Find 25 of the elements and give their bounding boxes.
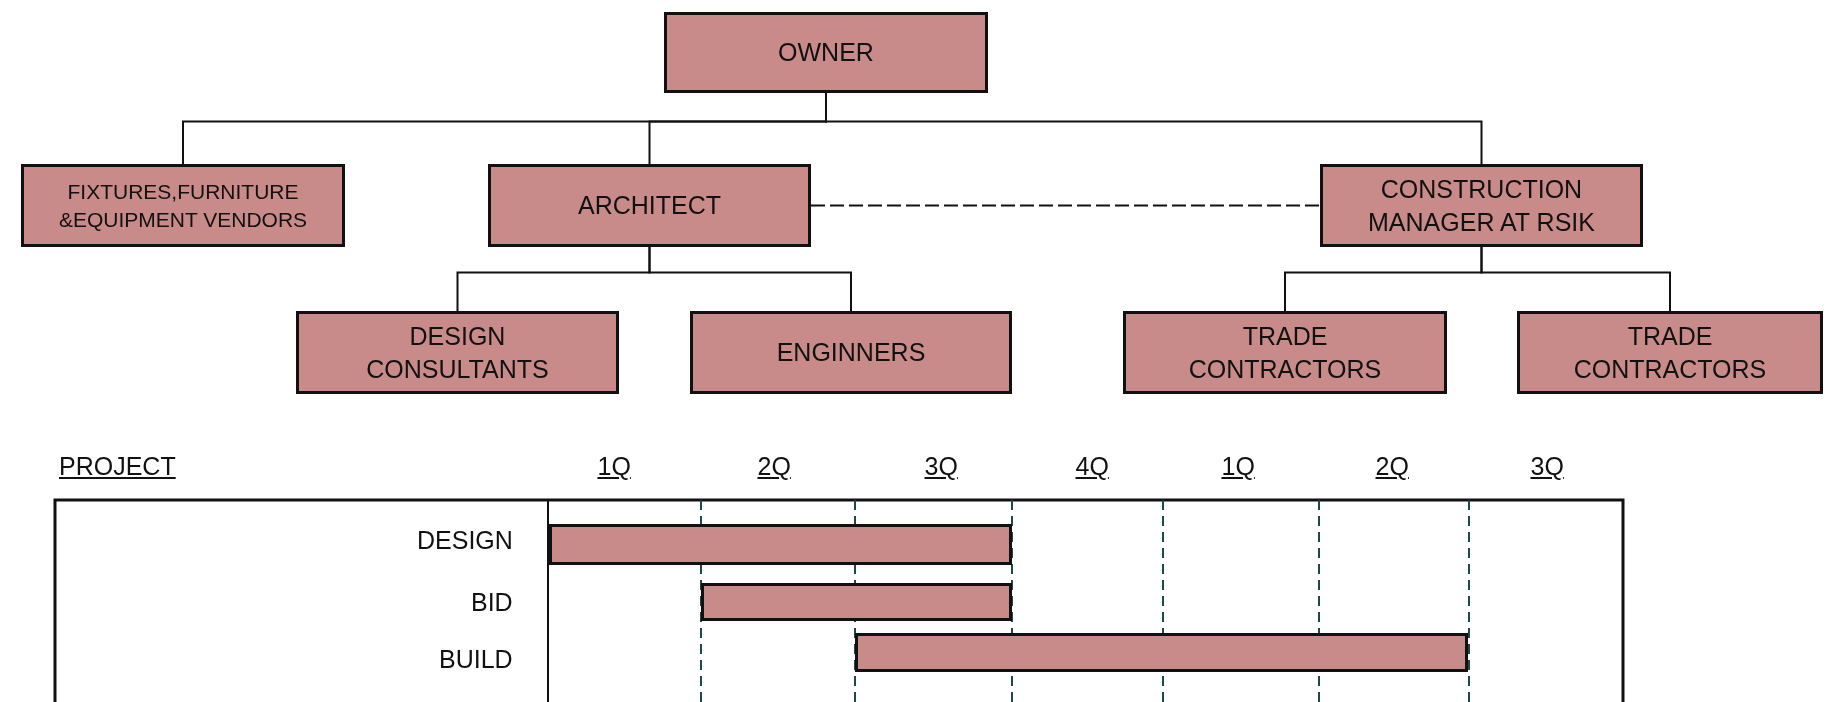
quarter-label: 3Q — [1530, 451, 1564, 481]
quarter-label: 3Q — [924, 451, 958, 481]
quarter-label: 2Q — [757, 451, 791, 481]
org-box: ARCHITECT — [488, 164, 811, 247]
org-box: DESIGN CONSULTANTS — [296, 311, 619, 394]
gantt-bar — [549, 524, 1012, 565]
connector-line — [1480, 246, 1671, 312]
phase-label: BID — [471, 587, 513, 617]
org-box: ENGINNERS — [690, 311, 1012, 394]
dashed-connector — [810, 204, 1321, 207]
column-heading: PROJECT — [59, 451, 176, 481]
org-box: OWNER — [664, 12, 988, 93]
org-box: TRADE CONTRACTORS — [1123, 311, 1447, 394]
quarter-label: 4Q — [1075, 451, 1109, 481]
quarter-label: 1Q — [597, 451, 631, 481]
quarter-label: 1Q — [1221, 451, 1255, 481]
org-box: CONSTRUCTION MANAGER AT RSIK — [1320, 164, 1643, 247]
gantt-bar — [701, 583, 1012, 621]
org-box: FIXTURES,FURNITURE &EQUIPMENT VENDORS — [21, 164, 345, 247]
connector-line — [648, 246, 852, 312]
phase-label: DESIGN — [417, 525, 513, 555]
gantt-bar — [855, 633, 1468, 672]
org-box: TRADE CONTRACTORS — [1517, 311, 1823, 394]
quarter-label: 2Q — [1375, 451, 1409, 481]
phase-label: BUILD — [439, 644, 513, 674]
